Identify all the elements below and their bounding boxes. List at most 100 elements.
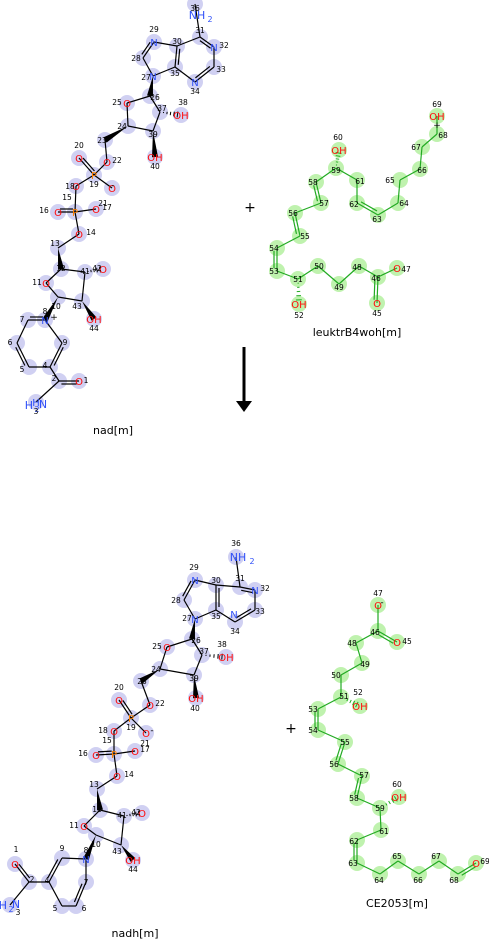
ce2053-atom-number: 53 bbox=[308, 705, 318, 714]
nad-single-bond bbox=[104, 139, 108, 163]
nadh-single-bond bbox=[113, 753, 118, 777]
ce2053-atom-number: 51 bbox=[339, 692, 349, 701]
nadh-atom-O: O bbox=[92, 751, 100, 762]
leuktr-atom-O: OH bbox=[429, 112, 444, 123]
leuktr-atom-number: 58 bbox=[308, 178, 318, 187]
leuktr-atom-number: 67 bbox=[411, 143, 421, 152]
nadh-atom-number: 36 bbox=[231, 539, 241, 548]
leuktr-double-bond bbox=[356, 202, 379, 216]
nad-wedge-bond bbox=[152, 131, 158, 158]
nadh-atom-O: O bbox=[138, 809, 146, 820]
leuktr-atom-number: 56 bbox=[288, 209, 298, 218]
nad-atom-O: O bbox=[123, 99, 131, 110]
nadh-atom-number: 10 bbox=[91, 840, 101, 849]
nadh-double-bond bbox=[239, 586, 256, 591]
nadh-atom-number: 22 bbox=[155, 699, 165, 708]
nadh-single-bond bbox=[83, 809, 101, 827]
nad-atom-number: 30 bbox=[172, 37, 182, 46]
nad-atom-number: 27 bbox=[141, 73, 151, 82]
ce2053-double-bond bbox=[337, 741, 346, 765]
nadh-atom-number: 16 bbox=[78, 749, 88, 758]
nad-double-bond bbox=[49, 342, 63, 368]
nad-atom-number: 20 bbox=[74, 141, 84, 150]
nad-atom-O: OH bbox=[147, 153, 162, 164]
bond-layer bbox=[9, 3, 477, 907]
nadh-double-bond-inner bbox=[241, 589, 253, 594]
leuktr-atom-number: 59 bbox=[331, 166, 341, 175]
ce2053-atom-highlight bbox=[352, 698, 368, 714]
nadh-atom-N: N bbox=[82, 855, 89, 866]
nad-wedge-bond bbox=[103, 126, 128, 143]
ce2053-atom-O: O bbox=[393, 638, 401, 649]
ce2053-atom-number: 57 bbox=[359, 771, 369, 780]
nadh-atom-number: 32 bbox=[260, 584, 270, 593]
nad-atom-P: P bbox=[91, 171, 97, 182]
nad-pyridinium-charge: + bbox=[50, 313, 58, 323]
nad-atom-highlight bbox=[95, 261, 111, 277]
leuktr-single-bond bbox=[399, 168, 421, 181]
nad-hash-bond bbox=[99, 266, 101, 273]
nad-double-bond bbox=[142, 41, 155, 59]
nadh-amine-subscript: 2 bbox=[249, 557, 254, 566]
nadh-atom-O: O bbox=[80, 822, 88, 833]
nad-double-bond-inner bbox=[195, 65, 211, 79]
leuktr-atom-number: 48 bbox=[352, 263, 362, 272]
nad-atom-N: N bbox=[150, 38, 157, 49]
ce2053-single-bond bbox=[355, 642, 363, 664]
nadh-atom-P: P bbox=[111, 750, 117, 761]
ce2053-single-bond bbox=[337, 763, 363, 777]
leuktr-hash-bond bbox=[335, 155, 341, 157]
ce2053-atom-number: 49 bbox=[360, 660, 370, 669]
nad-atom-number: 31 bbox=[195, 26, 205, 35]
nadh-atom-number: 38 bbox=[217, 640, 227, 649]
leuktr-atom-number: 45 bbox=[372, 309, 382, 318]
nadh-atom-O: O bbox=[131, 747, 139, 758]
compound-label-CE2053: CE2053[m] bbox=[366, 897, 428, 910]
nadh-double-bond-inner bbox=[47, 859, 59, 878]
nad-double-bond-inner bbox=[82, 157, 95, 172]
nad-atom-number: 2 bbox=[52, 374, 57, 383]
nadh-n34: N bbox=[230, 610, 237, 621]
nad-double-bond-inner bbox=[199, 40, 211, 49]
leuktr-double-bond-inner bbox=[373, 279, 376, 300]
leuktr-atom-number: 69 bbox=[432, 100, 442, 109]
nad-single-bond bbox=[60, 268, 86, 273]
ce2053-single-bond bbox=[438, 860, 459, 875]
leuktr-atom-number: 47 bbox=[401, 265, 411, 274]
leuktr-double-bond-inner bbox=[292, 216, 298, 235]
nadh-atom-O: OH bbox=[188, 694, 203, 705]
atom-number-layer: 3631323334353029282726373839402425232219… bbox=[8, 4, 489, 917]
nad-wedge-bond bbox=[82, 301, 97, 321]
nad-single-bond bbox=[126, 95, 151, 104]
leuktr-atom-O: OH bbox=[331, 146, 346, 157]
nadh-wedge-bond bbox=[121, 845, 136, 862]
nadh-single-bond bbox=[113, 717, 132, 732]
leuktr-atom-highlight bbox=[331, 142, 347, 158]
ce2053-single-bond bbox=[356, 862, 381, 875]
leuktr-single-bond bbox=[338, 265, 360, 285]
nad-single-bond bbox=[81, 271, 86, 302]
nad-atom-number: 15 bbox=[62, 193, 72, 202]
nad-atom-number: 5 bbox=[20, 365, 25, 374]
leuktr-atom-number: 50 bbox=[314, 262, 324, 271]
nad-double-bond bbox=[16, 342, 30, 368]
nadh-atom-N: N bbox=[251, 586, 258, 597]
nadh-atom-number: 25 bbox=[152, 642, 162, 651]
leuktr-atom-number: 60 bbox=[333, 133, 343, 142]
ce2053-double-bond bbox=[356, 775, 363, 799]
nad-amide-label: H bbox=[25, 399, 33, 412]
nad-single-bond bbox=[75, 174, 95, 187]
nadh-double-bond bbox=[234, 609, 256, 623]
nadh-atom-number: 5 bbox=[53, 904, 58, 913]
nadh-atom-O: O bbox=[113, 772, 121, 783]
leuktr-atom-number: 62 bbox=[349, 200, 359, 209]
nad-atom-number: 42 bbox=[92, 264, 102, 273]
nadh-amine-label: NH bbox=[230, 551, 247, 564]
leuktr-atom-number: 49 bbox=[334, 283, 344, 292]
nad-single-bond bbox=[194, 3, 201, 38]
nadh-single-bond bbox=[113, 750, 136, 755]
nadh-atom-O: O bbox=[115, 696, 123, 707]
nad-atom-O: O bbox=[103, 158, 111, 169]
nad-atom-N: N bbox=[149, 72, 156, 83]
nad-amine-label: NH bbox=[189, 9, 206, 22]
